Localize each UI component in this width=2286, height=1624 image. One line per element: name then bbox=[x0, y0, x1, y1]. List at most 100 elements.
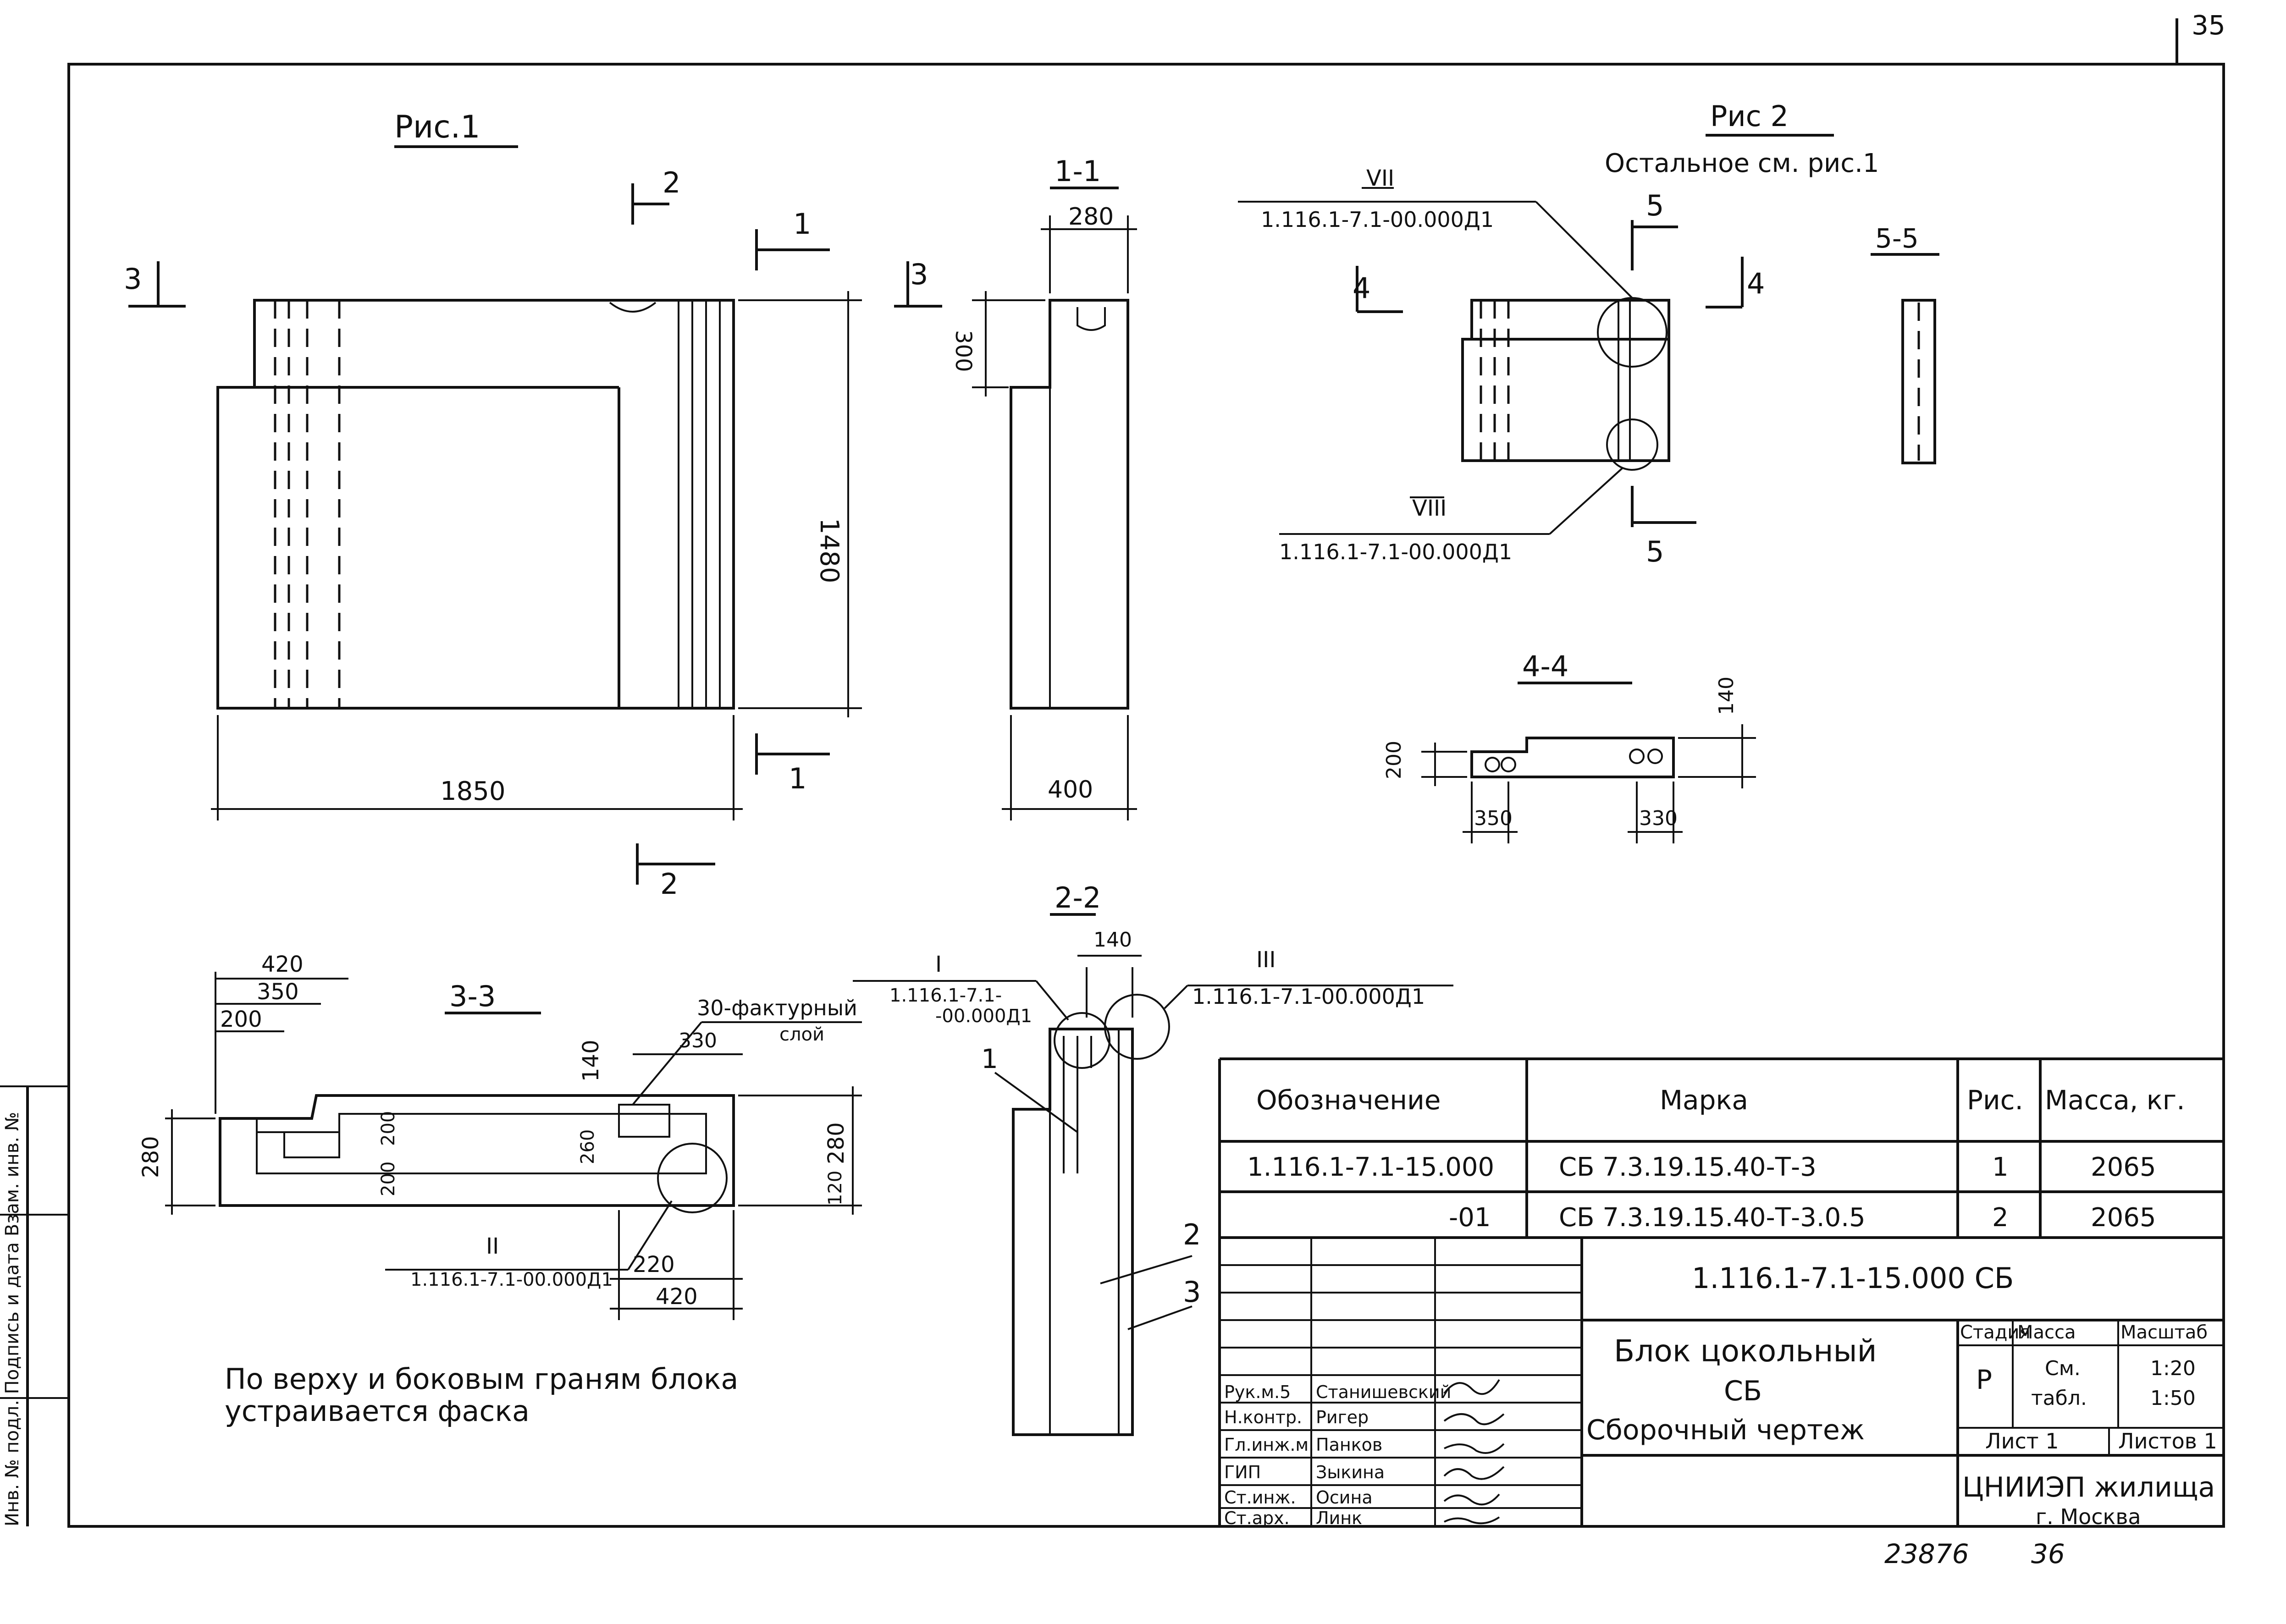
sig-name-5: Осина bbox=[1316, 1487, 1373, 1508]
dim-s33-120: 120 bbox=[825, 1171, 846, 1206]
spec-row-2-mark: СБ 7.3.19.15.40-Т-3.0.5 bbox=[1559, 1203, 1866, 1233]
fig2-front-view: Рис 2 Остальное см. рис.1 VII 1.116.1-7.… bbox=[1238, 99, 1879, 568]
dim-s11-top: 280 bbox=[1068, 203, 1114, 231]
drawing-frame: 35 Инв. № подл. Подпись и дата Взам. инв… bbox=[0, 10, 2225, 1528]
fig1-front-view: Рис.1 3 3 2 2 1 1 1850 bbox=[124, 109, 942, 901]
callout-viii-ref: 1.116.1-7.1-00.000Д1 bbox=[1279, 539, 1512, 564]
dim-s11-notch: 300 bbox=[950, 330, 976, 372]
title-stage-label: Стадия bbox=[1960, 1322, 2030, 1343]
sig-name-2: Ригер bbox=[1316, 1407, 1369, 1427]
callout-i-ref-1: 1.116.1-7.1- bbox=[889, 985, 1002, 1006]
sig-role-2: Н.контр. bbox=[1224, 1407, 1302, 1427]
title-mass-value-2: табл. bbox=[2031, 1387, 2087, 1410]
mark-1-top: 1 bbox=[793, 207, 811, 241]
fig1-title: Рис.1 bbox=[394, 109, 480, 145]
section-1-1-title: 1-1 bbox=[1055, 154, 1101, 188]
dim-s33-220: 220 bbox=[633, 1252, 675, 1277]
spec-row-2-designation: -01 bbox=[1449, 1203, 1491, 1233]
title-org-2: г. Москва bbox=[2036, 1504, 2141, 1529]
section-3-3-title: 3-3 bbox=[449, 980, 496, 1013]
callout-ii-num: II bbox=[486, 1233, 499, 1259]
spec-header-mass: Масса, кг. bbox=[2045, 1085, 2185, 1116]
callout-i-num: I bbox=[935, 952, 942, 977]
note-line-1: По верху и боковым граням блока bbox=[225, 1362, 738, 1396]
dim-s33-200: 200 bbox=[220, 1007, 262, 1032]
sig-name-1: Станишевский bbox=[1316, 1382, 1451, 1402]
spec-row-2-fig: 2 bbox=[1992, 1203, 2009, 1233]
mark-3-right: 3 bbox=[910, 258, 928, 291]
mark-4-left: 4 bbox=[1353, 271, 1370, 305]
title-name-1: Блок цокольный bbox=[1614, 1333, 1877, 1369]
dim-s33-140: 140 bbox=[578, 1040, 604, 1082]
dim-fig1-height: 1480 bbox=[814, 518, 844, 584]
section-5-5-title: 5-5 bbox=[1875, 223, 1919, 254]
pos-2-label: 2 bbox=[1183, 1218, 1201, 1251]
dim-s22-140: 140 bbox=[1093, 928, 1132, 952]
title-name-2: СБ bbox=[1724, 1375, 1762, 1407]
dim-s44-350: 350 bbox=[1474, 807, 1513, 830]
sig-role-3: Гл.инж.м. bbox=[1224, 1435, 1314, 1455]
callout-i-ref-2: -00.000Д1 bbox=[935, 1006, 1032, 1027]
mark-5-bottom: 5 bbox=[1646, 535, 1664, 568]
footer-number: 23876 bbox=[1884, 1538, 1969, 1569]
title-scale-label: Масштаб bbox=[2120, 1322, 2208, 1343]
dim-s33-420b: 420 bbox=[656, 1284, 698, 1310]
note-line-2: устраивается фаска bbox=[225, 1394, 530, 1428]
title-org-1: ЦНИИЭП жилища bbox=[1962, 1471, 2215, 1503]
spec-row-1-mass: 2065 bbox=[2091, 1152, 2156, 1182]
fig2-title: Рис 2 bbox=[1710, 99, 1789, 133]
section-5-5: 5-5 bbox=[1871, 223, 1939, 464]
title-mass-value-1: См. bbox=[2045, 1357, 2081, 1380]
mark-4-right: 4 bbox=[1747, 267, 1765, 300]
signature-scribbles bbox=[1443, 1379, 1505, 1525]
sig-name-4: Зыкина bbox=[1316, 1462, 1385, 1482]
sig-role-1: Рук.м.5 bbox=[1224, 1382, 1291, 1402]
spec-header-designation: Обозначение bbox=[1256, 1085, 1441, 1116]
mark-3-left: 3 bbox=[124, 262, 142, 296]
spec-header-fig: Рис. bbox=[1967, 1085, 2023, 1116]
title-name-3: Сборочный чертеж bbox=[1586, 1414, 1865, 1446]
title-mass-label: Масса bbox=[2017, 1322, 2076, 1343]
dim-s33-200b: 200 bbox=[378, 1162, 399, 1196]
dim-s33-280-left: 280 bbox=[138, 1136, 164, 1178]
title-doc-code: 1.116.1-7.1-15.000 СБ bbox=[1692, 1261, 2014, 1295]
dim-s33-420: 420 bbox=[261, 952, 304, 977]
title-stage-value: Р bbox=[1976, 1364, 1992, 1395]
pos-3-label: 3 bbox=[1183, 1275, 1201, 1309]
section-2-2-title: 2-2 bbox=[1055, 881, 1101, 914]
pos-1-label: 1 bbox=[981, 1043, 998, 1074]
section-2-2: 2-2 140 I 1.116.1-7.1- -00.000Д1 III 1.1… bbox=[853, 881, 1453, 1436]
page-number: 35 bbox=[2192, 10, 2225, 41]
spec-row-1-fig: 1 bbox=[1992, 1152, 2009, 1182]
dim-s33-200a: 200 bbox=[378, 1111, 399, 1146]
spec-row-1-designation: 1.116.1-7.1-15.000 bbox=[1247, 1152, 1494, 1182]
facing-layer-1: 30-фактурный bbox=[697, 996, 857, 1020]
dim-s33-260: 260 bbox=[577, 1129, 598, 1164]
callout-ii-ref: 1.116.1-7.1-00.000Д1 bbox=[410, 1269, 613, 1290]
section-1-1: 1-1 280 300 400 bbox=[950, 154, 1137, 820]
section-3-3: 3-3 420 350 200 280 140 330 200 200 260 … bbox=[138, 952, 862, 1320]
callout-viii-num: VIII bbox=[1412, 495, 1447, 521]
mark-5-top: 5 bbox=[1646, 189, 1664, 222]
title-scale-2: 1:50 bbox=[2150, 1387, 2196, 1410]
dim-s33-330: 330 bbox=[679, 1029, 717, 1052]
title-scale-1: 1:20 bbox=[2150, 1357, 2196, 1380]
sig-role-4: ГИП bbox=[1224, 1462, 1261, 1482]
dim-s44-330: 330 bbox=[1639, 807, 1678, 830]
title-sheets: Листов 1 bbox=[2118, 1429, 2217, 1453]
dim-s44-200: 200 bbox=[1382, 741, 1406, 779]
sig-name-6: Линк bbox=[1316, 1508, 1362, 1528]
dim-fig1-width: 1850 bbox=[440, 776, 506, 806]
spec-header-mark: Марка bbox=[1660, 1085, 1748, 1116]
sig-role-5: Ст.инж. bbox=[1224, 1487, 1296, 1508]
dim-s33-350: 350 bbox=[257, 979, 299, 1005]
callout-vii-num: VII bbox=[1366, 165, 1394, 191]
callout-vii-ref: 1.116.1-7.1-00.000Д1 bbox=[1261, 207, 1494, 232]
fig2-note: Остальное см. рис.1 bbox=[1605, 149, 1879, 178]
footer-page: 36 bbox=[2031, 1538, 2065, 1569]
mark-1-bottom: 1 bbox=[789, 762, 806, 795]
dim-s33-280-right: 280 bbox=[823, 1122, 849, 1164]
footer: 23876 36 bbox=[1884, 1538, 2065, 1569]
spec-row-2-mass: 2065 bbox=[2091, 1203, 2156, 1233]
